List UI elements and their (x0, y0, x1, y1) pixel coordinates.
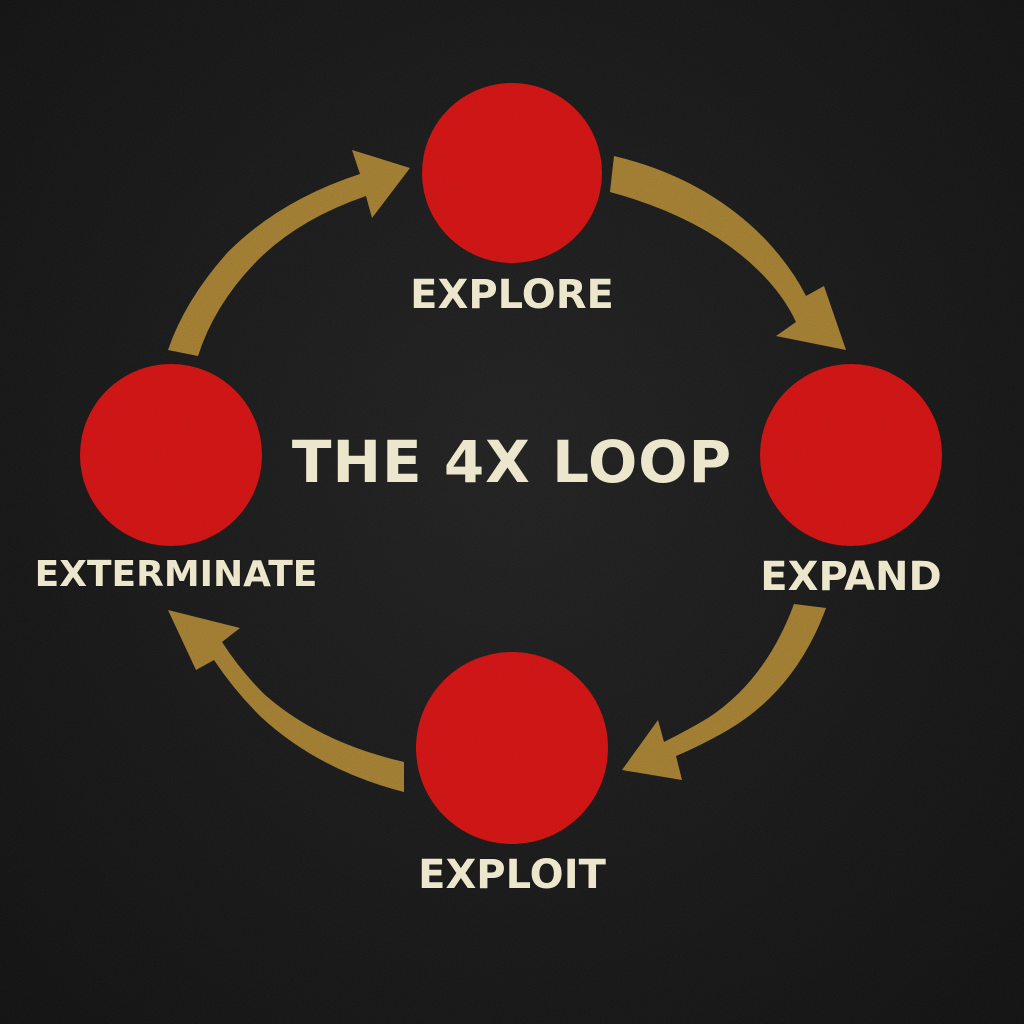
arrow-exterminate-to-explore (168, 150, 410, 356)
arrow-exploit-to-exterminate (168, 610, 404, 792)
arrow-explore-to-expand (610, 156, 846, 350)
label-expand: EXPAND (760, 554, 942, 600)
label-exploit: EXPLOIT (418, 852, 606, 898)
node-exploit (416, 652, 608, 844)
node-exterminate (80, 364, 262, 546)
stage-nodes (80, 83, 942, 844)
arrow-expand-to-exploit (622, 604, 826, 780)
flow-arrows (168, 150, 846, 792)
diagram-title: THE 4X LOOP (291, 428, 733, 496)
node-explore (422, 83, 602, 263)
node-expand (760, 364, 942, 546)
label-exterminate: EXTERMINATE (34, 554, 318, 595)
label-explore: EXPLORE (410, 272, 614, 318)
